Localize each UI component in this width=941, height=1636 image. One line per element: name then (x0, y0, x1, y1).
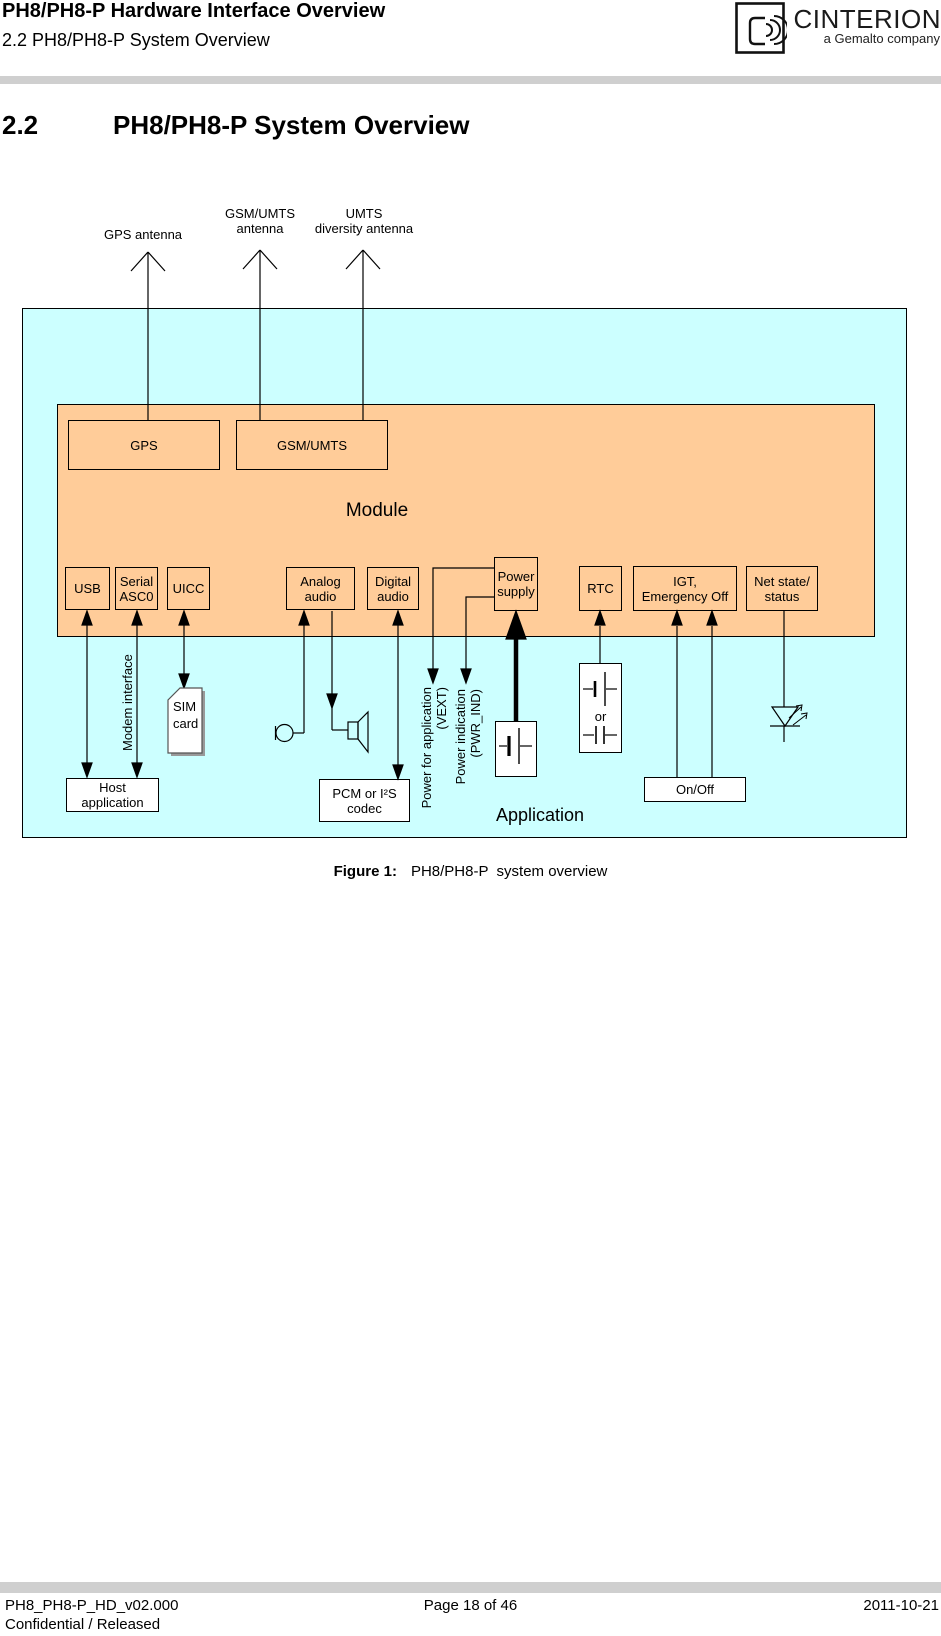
gsm-umts-block: GSM/UMTS (236, 420, 388, 470)
figure-caption-prefix: Figure 1: (333, 863, 397, 880)
figure-caption-text: PH8/PH8-P system overview (410, 863, 608, 880)
gps-block: GPS (68, 420, 220, 470)
umts-diversity-antenna-label: UMTS diversity antenna (314, 206, 414, 236)
figure-caption: Figure 1: PH8/PH8-P system overview (0, 863, 941, 880)
header-divider (0, 76, 941, 84)
brand-tagline: a Gemalto company (823, 31, 940, 46)
usb-interface-box: USB (65, 567, 110, 610)
module-label: Module (345, 500, 409, 521)
power-indication-label: Power indication (PWR_IND) (453, 689, 483, 785)
on-off-box: On/Off (644, 777, 746, 802)
cinterion-logo-icon (735, 2, 787, 54)
uicc-interface-box: UICC (167, 567, 210, 610)
vext-battery-box (495, 721, 537, 777)
section-heading: PH8/PH8-P System Overview (113, 110, 470, 140)
footer-divider (0, 1582, 941, 1593)
document-title: PH8/PH8-P Hardware Interface Overview (2, 0, 386, 22)
battery-or-label: or (594, 709, 607, 724)
analog-audio-interface-box: Analog audio (286, 567, 355, 610)
igt-emergency-off-interface-box: IGT, Emergency Off (633, 566, 737, 611)
power-for-application-label: Power for application (VEXT) (419, 687, 449, 809)
digital-audio-interface-box: Digital audio (367, 567, 419, 610)
rtc-interface-box: RTC (579, 566, 622, 611)
document-subtitle: 2.2 PH8/PH8-P System Overview (2, 30, 270, 50)
gsm-umts-antenna-label: GSM/UMTS antenna (224, 206, 296, 236)
brand-wordmark: CINTERION (793, 4, 941, 34)
footer-status: Confidential / Released (5, 1616, 161, 1633)
footer-date: 2011-10-21 (863, 1597, 939, 1614)
pcm-codec-box: PCM or I²S codec (319, 779, 410, 822)
application-label: Application (495, 805, 585, 825)
power-supply-interface-box: Power supply (494, 557, 538, 611)
footer-document-id: PH8_PH8-P_HD_v02.000 (5, 1597, 179, 1614)
modem-interface-label: Modem interface (120, 654, 135, 751)
section-number: 2.2 (2, 110, 39, 140)
sim-card-label: SIM card (173, 699, 199, 731)
footer-page-number: Page 18 of 46 (423, 1597, 518, 1614)
serial-asc0-interface-box: Serial ASC0 (115, 567, 158, 610)
host-application-box: Host application (66, 778, 159, 812)
rtc-backup-battery-box (579, 663, 622, 753)
gps-antenna-label: GPS antenna (103, 227, 183, 242)
net-state-interface-box: Net state/ status (746, 566, 818, 611)
